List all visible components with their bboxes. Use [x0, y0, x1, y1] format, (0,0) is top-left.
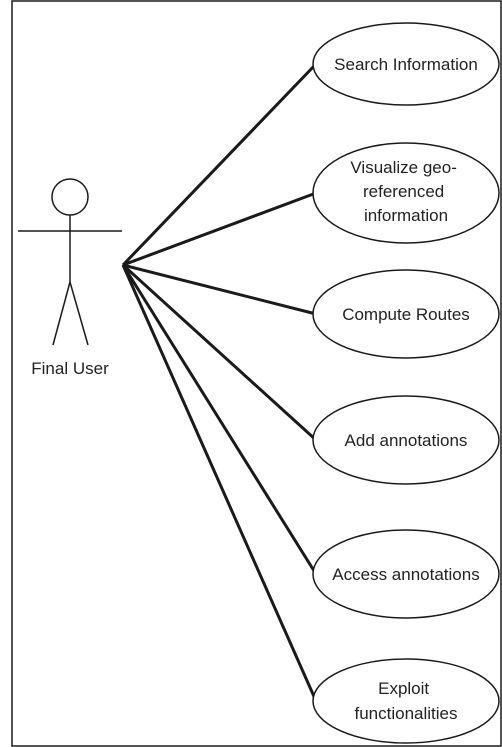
use-case-add-annotations [312, 395, 500, 485]
association-exploit-functionalities [121, 264, 318, 702]
actor-head [51, 178, 89, 216]
use-case-exploit-functionalities [312, 658, 500, 744]
actor-right-leg [69, 281, 89, 346]
association-access-annotations [121, 264, 318, 575]
association-search-information [121, 62, 318, 267]
use-case-visualize-geo-referenced-information [312, 142, 500, 244]
label-exploit-functionalities: Exploit functionalities [354, 679, 457, 723]
actor-label: Final User [31, 359, 109, 378]
label-compute-routes: Compute Routes [342, 305, 470, 324]
label-access-annotations: Access annotations [332, 565, 479, 584]
use-case-compute-routes [312, 269, 500, 359]
label-search-information: Search Information [334, 55, 478, 74]
association-add-annotations [121, 263, 318, 442]
use-case-search-information [312, 22, 500, 106]
label-add-annotations: Add annotations [345, 431, 468, 450]
use-case-access-annotations [312, 529, 500, 619]
association-visualize-geo-referenced-information [122, 191, 317, 267]
label-visualize-geo-referenced-information: Visualize geo- referenced information [350, 158, 461, 225]
association-compute-routes [122, 263, 317, 316]
actor-left-leg [52, 281, 71, 346]
actor-final-user [18, 178, 122, 346]
